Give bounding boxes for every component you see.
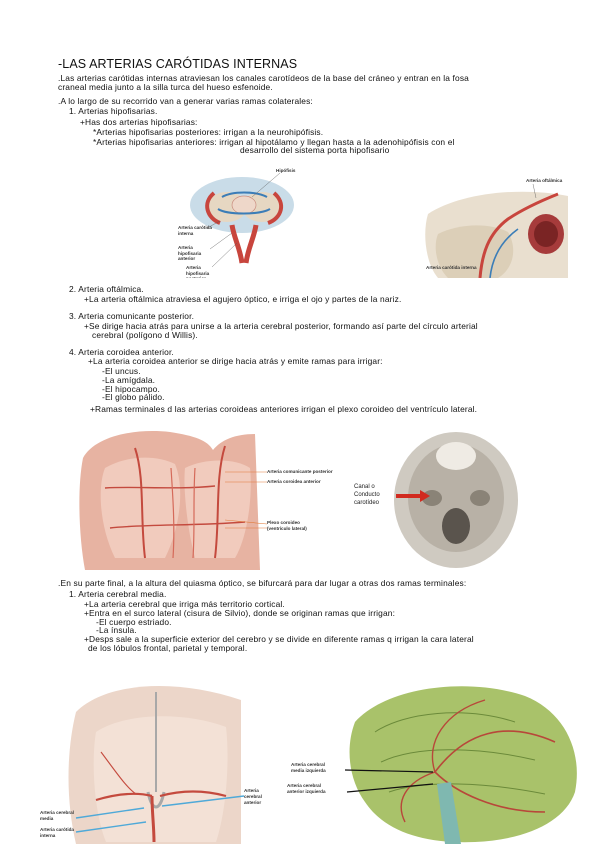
label-aca: Arteria (244, 788, 259, 793)
label-aci: Arteria carótida (40, 827, 74, 832)
s1-item-2: *Arterias hipofisarias anteriores: irrig… (93, 137, 455, 147)
s5-line-4: -La ínsula. (96, 625, 137, 635)
figure-canal-carotideo: Canal o Conducto carotídeo (352, 428, 520, 570)
recorrido-intro: .A lo largo de su recorrido van a genera… (58, 96, 313, 106)
s4-item-3: -El hipocampo. (102, 384, 160, 394)
label-conducto: Conducto (354, 492, 380, 498)
label-aca-2: cerebral (244, 794, 262, 799)
label-media-izquierda-2: media izquierda (291, 768, 326, 773)
label-comunicante-posterior: Arteria comunicante posterior (267, 469, 333, 474)
label-canal: Canal o (354, 484, 375, 490)
s4-bullet: +La arteria coroidea anterior se dirige … (88, 356, 383, 366)
label-aca-3: anterior (244, 800, 262, 805)
s1-heading: 1. Arterias hipofisarias. (69, 106, 158, 116)
figure-cerebral-media-coronal: Arteria cerebral media Arteria carótida … (36, 672, 272, 844)
s3-line-1: +Se dirige hacia atrás para unirse a la … (84, 321, 478, 331)
s2-bullet: +La arteria oftálmica atraviesa el aguje… (84, 294, 402, 304)
label-carotida-interna-2: Arteria carótida interna (426, 265, 477, 270)
final-intro: .En su parte final, a la altura del quia… (58, 578, 467, 588)
s4-heading: 4. Arteria coroidea anterior. (69, 347, 174, 357)
label-acm: Arteria cerebral (40, 810, 74, 815)
label-carotida-interna: Arteria carótida interna (178, 225, 212, 236)
label-hipofisis: Hipófisis (276, 168, 296, 173)
intro-line-1: .Las arterias carótidas internas atravie… (58, 73, 469, 83)
s5-heading: 1. Arteria cerebral media. (69, 589, 167, 599)
label-hipofisaria-anterior: Arteria hipofisaria anterior (178, 245, 202, 261)
label-aci-2: interna (40, 833, 56, 838)
s1-item-3: desarrollo del sistema porta hipofisario (240, 145, 390, 155)
label-anterior-izquierda: Arteria cerebral (287, 783, 321, 788)
label-anterior-izquierda-2: anterior izquierda (287, 789, 326, 794)
figure-cerebral-media-lateral: Arteria cerebral media izquierda Arteria… (285, 672, 585, 844)
s4-item-1: -El uncus. (102, 366, 141, 376)
label-coroidea-anterior: Arteria coroidea anterior (267, 479, 321, 484)
s5-line-6: de los lóbulos frontal, parietal y tempo… (88, 643, 248, 653)
s2-heading: 2. Arteria oftálmica. (69, 284, 144, 294)
s4-item-2: -La amígdala. (102, 375, 156, 385)
s5-line-5: +Desps sale a la superficie exterior del… (84, 634, 474, 644)
s5-line-3: -El cuerpo estriado. (96, 617, 172, 627)
label-ventriculo-lateral: (ventrículo lateral) (267, 526, 307, 531)
label-oftalmica: Arteria oftálmica (526, 178, 563, 183)
label-hipofisaria-posterior: Arteria hipofisaria posterior (186, 265, 210, 278)
s1-item-1: *Arterias hipofisarias posteriores: irri… (93, 127, 324, 137)
label-acm-2: media (40, 816, 54, 821)
page-title: -LAS ARTERIAS CARÓTIDAS INTERNAS (58, 57, 298, 71)
s5-line-1: +La arteria cerebral que irriga más terr… (84, 599, 285, 609)
s3-line-2: cerebral (polígono d Willis). (92, 330, 198, 340)
label-carotideo: carotídeo (354, 500, 380, 506)
s4-item-4: -El globo pálido. (102, 392, 165, 402)
figure-coroidea: Arteria comunicante posterior Arteria co… (75, 428, 347, 570)
label-plexo-coroideo: Plexo coroideo (267, 520, 300, 525)
intro-line-2: craneal media junto a la silla turca del… (58, 82, 273, 92)
figure-hipofisis: Hipófisis Arteria carótida interna Arter… (172, 163, 342, 278)
s4-terminal: +Ramas terminales d las arterias coroide… (90, 404, 478, 414)
figure-oftalmica: Arteria oftálmica Arteria carótida inter… (418, 174, 570, 278)
s3-heading: 3. Arteria comunicante posterior. (69, 311, 195, 321)
s5-line-2: +Entra en el surco lateral (cisura de Si… (84, 608, 396, 618)
label-media-izquierda: Arteria cerebral (291, 762, 325, 767)
s1-bullet: +Has dos arterias hipofisarias: (80, 117, 198, 127)
